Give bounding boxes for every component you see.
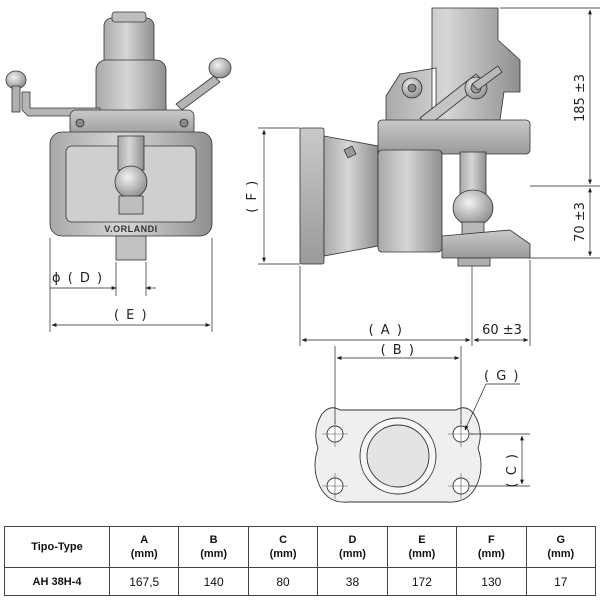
header-g: G(mm) (525, 526, 597, 568)
front-view: V.ORLANDI (5, 11, 232, 261)
flange-view (314, 407, 482, 503)
row-type: AH 38H-4 (4, 567, 110, 596)
dimension-g-label: ( G ) (484, 369, 520, 384)
cell-b: 140 (178, 567, 249, 596)
dimension-185-label: 185 ±3 (573, 74, 588, 122)
cell-c: 80 (247, 567, 319, 596)
table-header-row: Tipo-Type A(mm) B(mm) C(mm) D(mm) E(mm) … (4, 526, 597, 568)
side-view (299, 7, 531, 267)
dimension-c-label: ( C ) (505, 453, 520, 488)
dimension-a-label: ( A ) (369, 323, 404, 338)
header-f: F(mm) (456, 526, 527, 568)
dimension-d-label: ϕ ( D ) (52, 271, 104, 286)
front-view-dimensions (49, 238, 213, 332)
header-e: E(mm) (386, 526, 458, 568)
dimension-e-label: ( E ) (114, 308, 148, 323)
flange-view-dimensions (334, 346, 530, 487)
dimension-b-label: ( B ) (381, 343, 416, 358)
dimension-70-label: 70 ±3 (573, 202, 588, 242)
cell-a: 167,5 (108, 567, 180, 596)
cell-d: 38 (317, 567, 388, 596)
cell-g: 17 (525, 567, 597, 596)
header-a: A(mm) (108, 526, 180, 568)
header-b: B(mm) (178, 526, 249, 568)
table-row: AH 38H-4 167,5 140 80 38 172 130 17 (4, 567, 597, 596)
dimension-60-label: 60 ±3 (482, 323, 522, 338)
side-view-dimensions (258, 7, 600, 346)
technical-drawing: V.ORLANDI ϕ ( D ) ( E ) (5, 7, 600, 503)
cell-f: 130 (456, 567, 527, 596)
header-c: C(mm) (247, 526, 319, 568)
header-type: Tipo-Type (4, 526, 110, 568)
dimension-f-label: ( F ) (245, 179, 260, 212)
cell-e: 172 (386, 567, 458, 596)
header-d: D(mm) (317, 526, 388, 568)
specification-table: Tipo-Type A(mm) B(mm) C(mm) D(mm) E(mm) … (4, 526, 597, 596)
brand-mark: V.ORLANDI (104, 224, 157, 234)
